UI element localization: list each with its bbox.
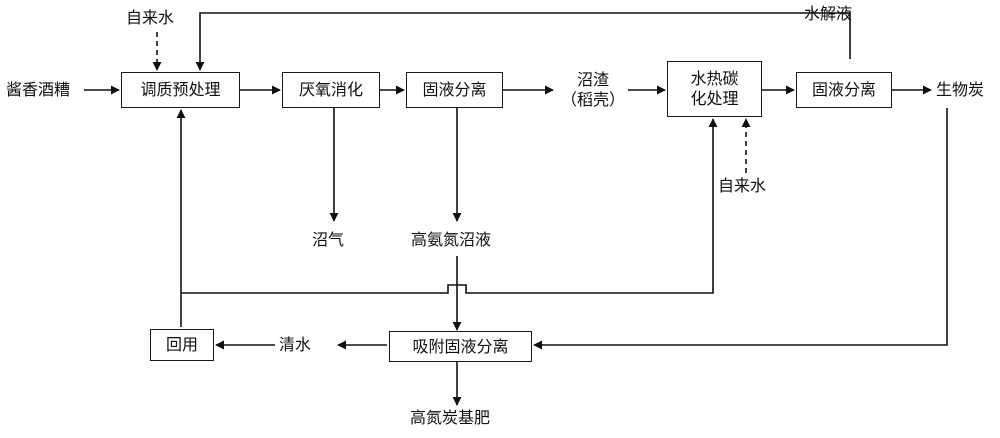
hydrothermal-box: 水热碳 化处理	[667, 61, 762, 117]
sep2-box: 固液分离	[796, 72, 892, 108]
high-n-liquid-label: 高氨氮沼液	[411, 230, 492, 249]
sep1-box: 固液分离	[406, 72, 503, 108]
clean-water-label: 清水	[279, 335, 312, 354]
hydrothermal-line1: 水热碳	[690, 69, 739, 88]
fertilizer-label: 高氮炭基肥	[410, 408, 491, 427]
residue-label: 沼渣 （稻壳）	[560, 70, 626, 110]
arrow-hydrolysate-recycle	[195, 12, 851, 71]
hydrolysate-label: 水解液	[804, 4, 853, 23]
input-label: 酱香酒糟	[6, 80, 71, 99]
tap-water-right-label: 自来水	[718, 176, 767, 195]
biogas-label: 沼气	[312, 230, 345, 249]
reuse-box: 回用	[150, 329, 214, 361]
anaerobic-box: 厌氧消化	[282, 72, 380, 108]
biochar-label: 生物炭	[936, 80, 985, 99]
residue-label-line1: 沼渣	[576, 70, 609, 89]
arrow-biochar-to-adsorption	[533, 108, 948, 350]
pretreat-box: 调质预处理	[121, 72, 240, 108]
hydrothermal-line2: 化处理	[690, 89, 739, 108]
arrow-reuse-to-hydrothermal	[181, 118, 718, 294]
adsorption-box: 吸附固液分离	[389, 331, 532, 362]
residue-label-line2: （稻壳）	[560, 90, 625, 109]
tap-water-top-label: 自来水	[126, 8, 175, 27]
